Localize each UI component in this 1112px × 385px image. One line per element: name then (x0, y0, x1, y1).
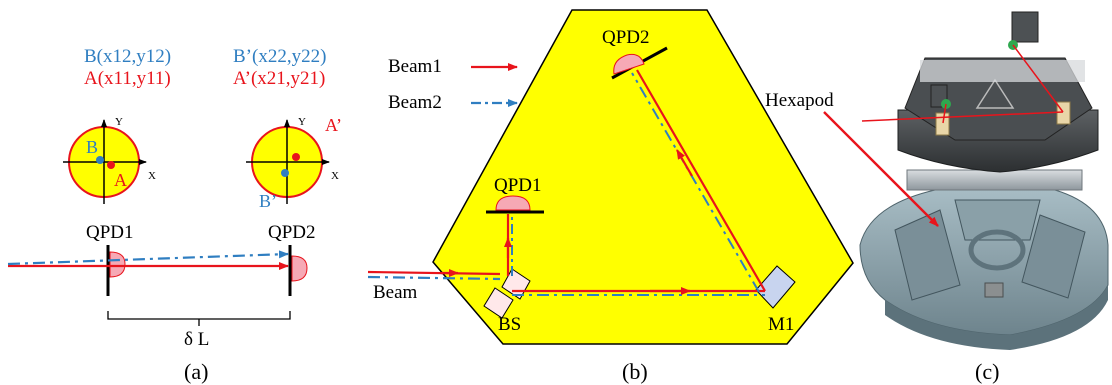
m1-to-qpd2-arrow (676, 149, 693, 177)
qpd2-b-label: QPD2 (602, 27, 650, 48)
label-a-coords: A(x11,y11) (84, 68, 171, 89)
qpd2-b-lens (613, 53, 645, 75)
hexapod-cable-loop (968, 229, 1026, 271)
hexapod-laser-qpd1 (942, 103, 947, 124)
label-a-prime-coords: A’(x21,y21) (233, 68, 325, 89)
panel-b: Beam1 Beam2 QPD2 QPD1 Beam BS M1 (b) (367, 9, 854, 384)
beam-b-blue-dashed-line (7, 250, 289, 266)
label-b-prime-coords: B’(x22,y22) (233, 46, 326, 67)
qpd1-label: QPD1 (86, 222, 134, 243)
delta-l-label: δ L (184, 329, 209, 350)
beam-input-label: Beam (373, 282, 418, 303)
qpd2-point-a-prime (292, 153, 300, 161)
label-b-coords: B(x12,y12) (84, 46, 171, 67)
qpd2-point-a-prime-label: A’ (325, 115, 342, 135)
hexapod-connector-block (984, 282, 1004, 298)
hexapod-rendering (859, 11, 1109, 350)
hexapod-leg-center (954, 199, 1041, 241)
legend-beam1-label: Beam1 (388, 56, 442, 77)
bs-label: BS (498, 314, 521, 335)
qpd1-point-a (107, 161, 115, 169)
m1-to-qpd2-red (636, 69, 766, 292)
caption-b: (b) (622, 359, 648, 384)
qpd1-x-label: X (148, 170, 156, 182)
hexapod-base-edge (885, 285, 1108, 350)
hexapod-laser-input (861, 111, 1064, 122)
hexapod-leg-left (894, 209, 961, 301)
qpd2-x-label: X (331, 170, 339, 182)
hexapod-leg-right (1021, 214, 1086, 299)
input-beam-blue (367, 275, 501, 281)
bs-mount-block (935, 112, 950, 136)
qpd1-point-b-label: B (86, 137, 98, 157)
bench-center-triangle (975, 78, 1015, 109)
hexapod-top-rail (920, 60, 1085, 82)
m1-label: M1 (768, 314, 794, 335)
qpd1-point-b (96, 156, 104, 164)
bs-plate-lower (483, 287, 514, 319)
hexapod-pointer-arrow (823, 111, 939, 227)
legend-beam2-label: Beam2 (388, 92, 442, 113)
hexapod-laser-reflect (1012, 44, 1064, 113)
qpd2-point-b-prime-label: B’ (259, 191, 277, 211)
caption-c: (c) (975, 359, 999, 384)
qpd2-lens (291, 255, 308, 282)
qpd1-target: Y X B A (63, 116, 156, 204)
qpd2-point-b-prime (281, 169, 289, 177)
caption-a: (a) (184, 359, 208, 384)
qpd2-y-label: Y (298, 116, 306, 128)
hexapod-label: Hexapod (765, 90, 834, 111)
m1-mount-block (1056, 101, 1071, 125)
m1-to-qpd2-blue (631, 72, 760, 293)
qpd2-target: Y X A’ B’ (246, 115, 342, 211)
qpd1-b-lens (495, 195, 531, 211)
m1-mirror (755, 265, 796, 309)
qpd2-mount-block (1011, 11, 1039, 43)
input-beam-red (367, 270, 501, 276)
panel-c: Hexapod (c) (765, 11, 1109, 384)
hexapod-upper-rail (906, 169, 1083, 191)
panel-a: B(x12,y12) A(x11,y11) B’(x22,y22) A’(x21… (7, 46, 342, 384)
qpd2-label: QPD2 (268, 222, 316, 243)
qpd1-y-label: Y (115, 116, 123, 128)
qpd1-lens (109, 251, 126, 278)
qpd1-b-label: QPD1 (494, 175, 542, 196)
delta-l-bracket (107, 311, 291, 320)
qpd1-point-a-label: A (114, 170, 127, 190)
